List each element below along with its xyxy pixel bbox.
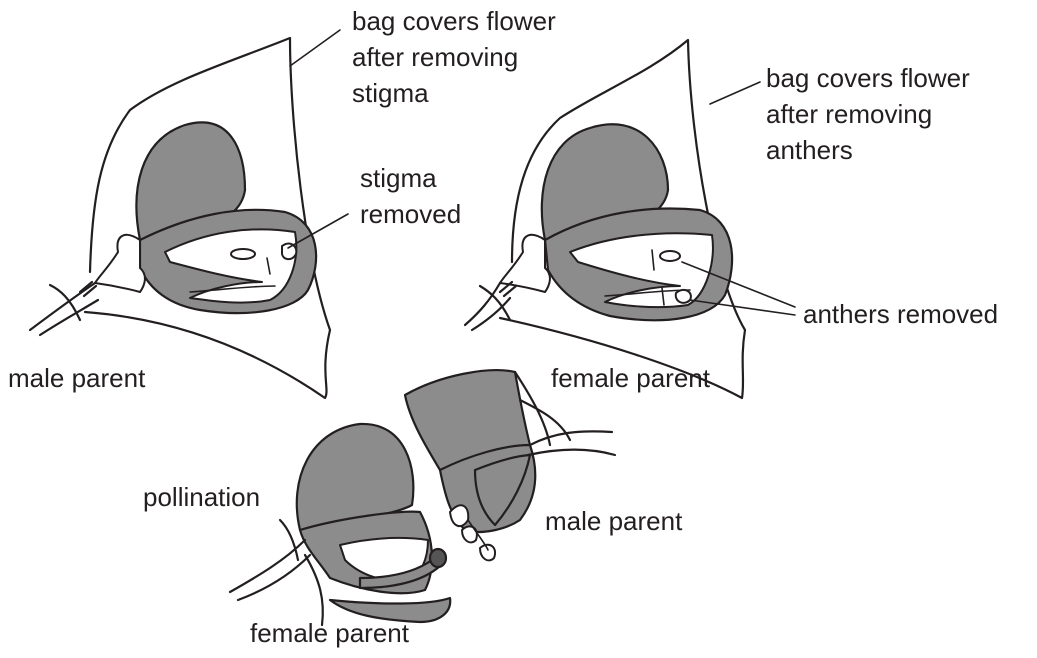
label-pollination: pollination <box>143 482 260 512</box>
label-stigma-removed-line1: stigma <box>360 163 437 193</box>
label-female-parent-bottom: female parent <box>250 618 410 648</box>
female-parent-flower <box>465 40 795 398</box>
label-stigma-removed-line2: removed <box>360 199 461 229</box>
label-bag-male-line3: stigma <box>352 78 429 108</box>
sepal-female <box>500 235 550 292</box>
male-parent-flower <box>30 30 348 398</box>
label-bag-male-line1: bag covers flower <box>352 6 556 36</box>
label-female-parent-top: female parent <box>551 363 711 393</box>
label-male-parent-bottom: male parent <box>545 506 683 536</box>
label-bag-female-line3: anthers <box>766 135 853 165</box>
label-bag-female-line1: bag covers flower <box>766 63 970 93</box>
label-male-parent-top: male parent <box>8 363 146 393</box>
labels: bag covers flower after removing stigma … <box>8 6 998 648</box>
label-bag-female-line2: after removing <box>766 99 932 129</box>
sepal-male <box>95 235 145 292</box>
pollination-flowers <box>230 370 615 625</box>
label-anthers-removed: anthers removed <box>803 299 998 329</box>
label-bag-male-line2: after removing <box>352 42 518 72</box>
